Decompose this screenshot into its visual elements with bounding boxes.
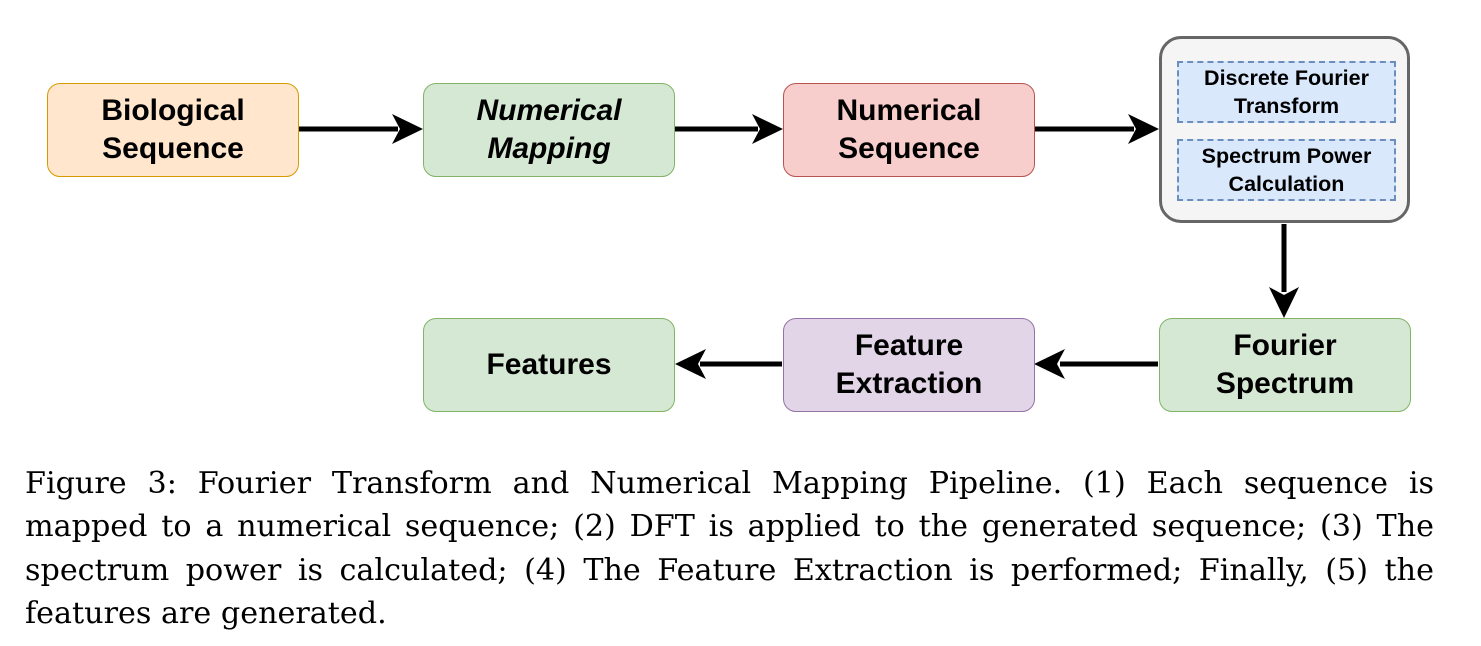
numerical-sequence-node: Numerical Sequence bbox=[783, 83, 1035, 177]
arrowhead-right-icon bbox=[1128, 114, 1159, 144]
numerical-mapping-node: Numerical Mapping bbox=[423, 83, 675, 177]
arrowhead-left-icon bbox=[675, 349, 706, 379]
biological-sequence-node: Biological Sequence bbox=[47, 83, 299, 177]
arrowhead-right-icon bbox=[392, 114, 423, 144]
arrowhead-left-icon bbox=[1034, 349, 1065, 379]
arrowhead-down-icon bbox=[1269, 287, 1299, 318]
arrowhead-right-icon bbox=[752, 114, 783, 144]
features-node: Features bbox=[423, 318, 675, 412]
figure-caption: Figure 3: Fourier Transform and Numerica… bbox=[25, 466, 1434, 631]
discrete-fourier-transform-step: Discrete Fourier Transform bbox=[1177, 61, 1396, 123]
feature-extraction-node: Feature Extraction bbox=[783, 318, 1035, 412]
fourier-spectrum-node: Fourier Spectrum bbox=[1159, 318, 1411, 412]
transform-group: Discrete Fourier Transform Spectrum Powe… bbox=[1159, 36, 1410, 223]
spectrum-power-calculation-step: Spectrum Power Calculation bbox=[1177, 139, 1396, 201]
